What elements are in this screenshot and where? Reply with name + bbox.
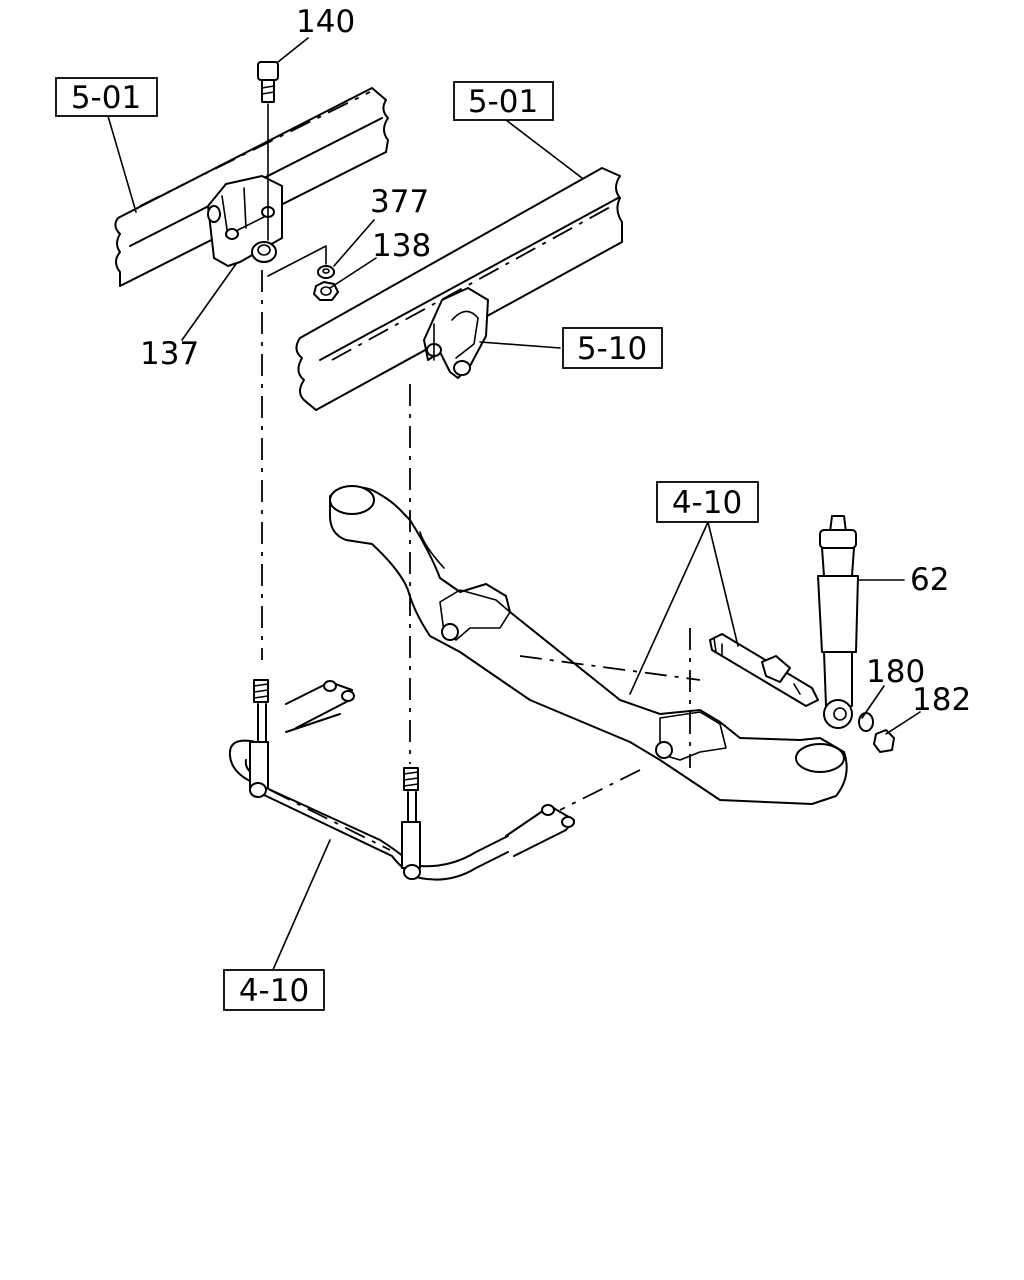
link-rod-right: [403, 767, 575, 857]
stabilizer-bar: [228, 739, 509, 881]
svg-text:5-10: 5-10: [577, 331, 647, 367]
washer-180: [858, 712, 874, 732]
link-rod-left: [253, 679, 355, 743]
ref-frame-left[interactable]: 5-01: [55, 77, 158, 117]
svg-text:4-10: 4-10: [672, 485, 742, 521]
callout-138[interactable]: 138: [372, 228, 431, 264]
callout-182[interactable]: 182: [912, 682, 971, 718]
callout-140[interactable]: 140: [296, 4, 355, 40]
shock-absorber-62: [817, 515, 859, 729]
callout-377[interactable]: 377: [370, 184, 429, 220]
svg-text:5-01: 5-01: [468, 84, 538, 120]
bracket-137: [207, 175, 283, 267]
ref-stabilizer[interactable]: 4-10: [223, 969, 325, 1011]
svg-text:5-01: 5-01: [71, 80, 141, 116]
ref-axle[interactable]: 4-10: [656, 481, 759, 523]
ref-frame-right[interactable]: 5-01: [453, 81, 554, 121]
ref-bracket[interactable]: 5-10: [562, 327, 663, 369]
svg-text:4-10: 4-10: [239, 973, 309, 1009]
nut-182: [873, 729, 895, 753]
bolt-140: [257, 61, 279, 241]
callout-62[interactable]: 62: [910, 562, 949, 598]
bracket-5-10: [423, 287, 489, 379]
u-bolt-stud: [709, 633, 819, 707]
callout-137[interactable]: 137: [140, 336, 199, 372]
front-axle-beam: [329, 485, 848, 805]
washer-377: [317, 265, 335, 279]
callout-180[interactable]: 180: [866, 654, 925, 690]
right-frame-rail: [295, 167, 623, 411]
